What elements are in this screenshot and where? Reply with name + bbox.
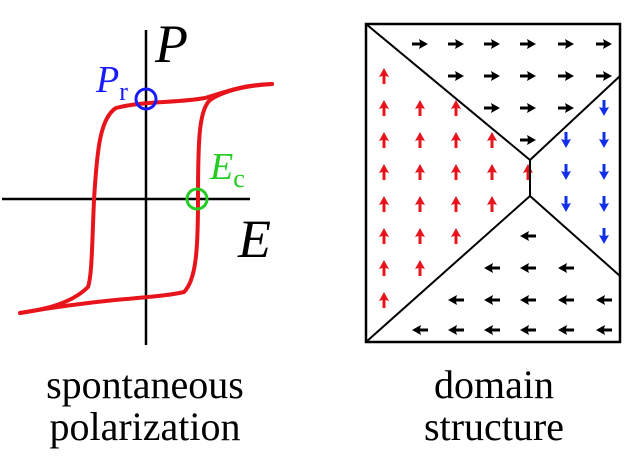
hysteresis-panel: P E Pr Ec: [2, 14, 274, 345]
domain-arrow-down: [561, 196, 571, 212]
domain-arrow-up: [415, 260, 425, 276]
domain-arrow-up: [451, 164, 461, 180]
domain-arrow-right: [520, 39, 536, 49]
coercive-field-label: Ec: [209, 146, 245, 193]
domain-arrow-right: [484, 39, 500, 49]
domain-arrow-up: [415, 164, 425, 180]
domain-wall-upper-left: [365, 23, 531, 161]
domain-arrow-up: [415, 100, 425, 116]
domain-arrow-down: [599, 196, 609, 212]
domain-arrow-up: [451, 196, 461, 212]
remanent-label-sub: r: [119, 77, 128, 106]
domain-arrows: [379, 39, 612, 335]
domain-arrow-down: [561, 164, 571, 180]
domain-arrow-left: [558, 263, 574, 273]
domain-arrow-up: [487, 164, 497, 180]
domain-arrow-up: [379, 260, 389, 276]
domain-arrow-right: [448, 71, 464, 81]
domain-arrow-up: [379, 68, 389, 84]
domain-arrow-left: [484, 295, 500, 305]
domain-arrow-up: [379, 196, 389, 212]
hysteresis-loop-descending-branch: [18, 82, 274, 315]
domain-arrow-up: [451, 100, 461, 116]
coercive-label-sub: c: [233, 164, 245, 193]
domain-arrow-left: [448, 325, 464, 335]
sample-border: [364, 22, 622, 344]
domain-arrow-up: [451, 132, 461, 148]
domain-arrow-up: [415, 196, 425, 212]
domain-arrow-up: [379, 292, 389, 308]
domain-arrow-left: [484, 325, 500, 335]
domain-caption-line2: structure: [424, 404, 564, 449]
domain-arrow-right: [558, 71, 574, 81]
domain-arrow-right: [520, 71, 536, 81]
domain-arrow-left: [448, 295, 464, 305]
domain-arrow-up: [379, 228, 389, 244]
domain-arrow-right: [596, 71, 612, 81]
domain-arrow-left: [520, 263, 536, 273]
domain-arrow-right: [412, 39, 428, 49]
domain-structure-panel: [364, 22, 622, 344]
domain-arrow-right: [484, 71, 500, 81]
domain-arrow-down: [561, 132, 571, 148]
hysteresis-caption-line1: spontaneous: [46, 362, 244, 407]
domain-arrow-down: [599, 132, 609, 148]
domain-arrow-down: [599, 164, 609, 180]
hysteresis-caption: spontaneous polarization: [0, 364, 290, 448]
domain-arrow-right: [448, 39, 464, 49]
domain-arrow-right: [558, 39, 574, 49]
axis-label-e: E: [237, 209, 271, 269]
domain-arrow-up: [379, 164, 389, 180]
domain-arrow-down: [599, 100, 609, 116]
domain-arrow-up: [487, 132, 497, 148]
remanent-label-main: P: [95, 59, 119, 101]
domain-caption: domain structure: [360, 364, 628, 448]
domain-arrow-up: [379, 100, 389, 116]
domain-arrow-left: [484, 263, 500, 273]
domain-arrow-left: [596, 295, 612, 305]
domain-wall-upper-right: [529, 75, 621, 161]
domain-arrow-right: [520, 135, 536, 145]
domain-arrow-up: [451, 228, 461, 244]
domain-arrow-left: [412, 325, 428, 335]
domain-arrow-left: [558, 295, 574, 305]
domain-arrow-left: [520, 325, 536, 335]
coercive-field-marker: [185, 187, 209, 211]
domain-wall-lower-right: [529, 195, 621, 277]
remanent-polarization-marker: [134, 87, 158, 111]
domain-arrow-down: [599, 228, 609, 244]
domain-arrow-up: [415, 132, 425, 148]
remanent-polarization-label: Pr: [95, 59, 128, 106]
axis-label-p: P: [154, 14, 188, 74]
domain-arrow-up: [379, 132, 389, 148]
domain-arrow-left: [520, 295, 536, 305]
domain-arrow-up: [415, 228, 425, 244]
hysteresis-loop-ascending-branch: [18, 82, 274, 315]
domain-caption-line1: domain: [434, 362, 554, 407]
domain-arrow-right: [596, 39, 612, 49]
domain-arrow-up: [487, 196, 497, 212]
domain-wall-lower-left: [365, 195, 531, 343]
domain-arrow-left: [520, 231, 536, 241]
coercive-label-main: E: [209, 146, 233, 188]
domain-arrow-right: [558, 103, 574, 113]
domain-arrow-right: [520, 103, 536, 113]
domain-arrow-right: [484, 103, 500, 113]
domain-arrow-left: [596, 325, 612, 335]
hysteresis-caption-line2: polarization: [49, 404, 241, 449]
domain-arrow-left: [558, 325, 574, 335]
domain-arrow-up: [523, 164, 533, 180]
